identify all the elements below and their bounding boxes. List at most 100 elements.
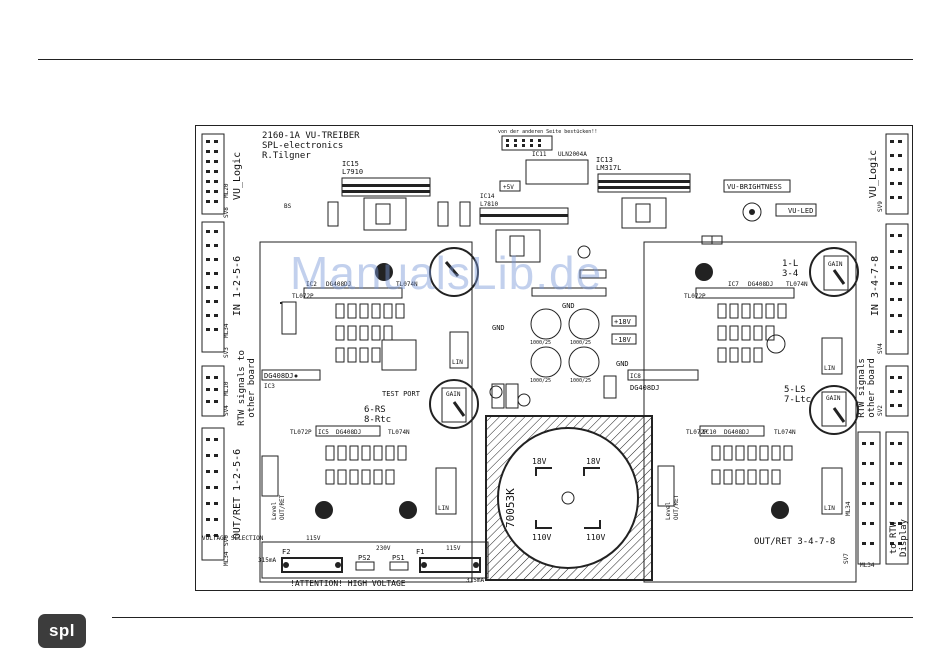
label-f2: F2 xyxy=(282,548,290,556)
label-other-board-left: other board xyxy=(247,358,257,418)
label-vu-led: VU-LED xyxy=(788,207,813,215)
ic3-ref: IC3 xyxy=(264,383,275,390)
opamp-7: TL074N xyxy=(774,429,796,436)
label-lin-right-bottom: LIN xyxy=(824,505,835,512)
conn-ml34-left-bottom: ML34 xyxy=(223,551,230,566)
ic2-part: DG408DJ xyxy=(326,281,351,288)
ic8-part: DG408DJ xyxy=(630,384,660,392)
label-ch-5-ls: 5-LS xyxy=(784,385,806,395)
label-ch-8-rtc: 8-Rtc xyxy=(364,415,391,425)
channel-module-left: IC2 DG408DJ TL074N TL072P DG408DJ IC3 IC… xyxy=(259,241,479,583)
label-ps1: PS1 xyxy=(392,554,405,562)
spl-logo: spl xyxy=(38,614,86,648)
cap-value-3: 1000/25 xyxy=(530,378,551,384)
label-vu-logic-right: VU_Logic xyxy=(868,150,879,198)
label-lin-left-top: LIN xyxy=(452,359,463,366)
label-out-ret-right: OUT/RET xyxy=(673,494,680,520)
label-115v-right: 115V xyxy=(446,545,461,552)
conn-sv2-right: SV2 xyxy=(877,405,884,416)
conn-ml20-left: ML20 xyxy=(223,183,230,198)
ic10-part: DG408DJ xyxy=(724,429,749,436)
ic14-ref: IC14 xyxy=(480,193,495,200)
ic7-part: DG408DJ xyxy=(748,281,773,288)
ic13-ref: IC13 xyxy=(596,156,613,164)
label-out-ret-left: OUT/RET xyxy=(279,494,286,520)
ic11-part: ULN2004A xyxy=(558,151,587,158)
cap-value-2: 1000/25 xyxy=(570,340,591,346)
cap-value-1: 1000/25 xyxy=(530,340,551,346)
board-title-line-1: 2160-1A VU-TREIBER xyxy=(262,131,360,141)
right-edge-connectors: VU_Logic IN 3-4-7-8 RTW signals other bo… xyxy=(843,133,909,569)
cap-value-4: 1000/25 xyxy=(570,378,591,384)
centre-supply-section: 1000/25 1000/25 1000/25 1000/25 GND GND … xyxy=(375,245,637,409)
ic15-ref: IC15 xyxy=(342,160,359,168)
label-gain-left: GAIN xyxy=(446,391,461,398)
label-lin-left-bottom: LIN xyxy=(438,505,449,512)
pcb-svg: VU_Logic IN 1-2-5-6 RTW signals to other… xyxy=(201,129,909,588)
label-voltage-selection: VOLTAGE SELECTION xyxy=(202,535,264,542)
ic10-ref: IC10 xyxy=(702,429,717,436)
top-rule xyxy=(38,59,913,60)
conn-sv4-right: SV4 xyxy=(877,343,884,354)
tap-18v-left: 18V xyxy=(532,457,547,466)
label-in-3478: IN 3-4-7-8 xyxy=(870,256,881,316)
label-gnd-3: GND xyxy=(616,360,629,368)
ic5-ref: IC5 xyxy=(318,429,329,436)
label-minus18v: -18V xyxy=(614,336,632,344)
tap-110v-left: 110V xyxy=(532,533,551,542)
conn-ml10-left: ML10 xyxy=(223,381,230,396)
bottom-rule xyxy=(112,617,913,618)
conn-sv4-left: SV4 xyxy=(223,405,230,416)
label-gain-right-top: GAIN xyxy=(828,261,843,268)
label-to-rtw: to RTW xyxy=(889,521,899,554)
label-ch-6-rs: 6-RS xyxy=(364,405,386,415)
board-title-line-2: SPL-electronics xyxy=(262,141,343,151)
opamp-2: TL072P xyxy=(290,429,312,436)
label-plus18v: +18V xyxy=(614,318,632,326)
conn-sv6-left: SV6 xyxy=(223,535,230,546)
ic15-part: L7910 xyxy=(342,168,363,176)
opamp-4: TL072P xyxy=(684,293,706,300)
conn-ml34-right: ML34 xyxy=(845,501,852,516)
board-title-block: 2160-1A VU-TREIBER SPL-electronics R.Til… xyxy=(262,129,597,161)
tap-18v-right: 18V xyxy=(586,457,601,466)
ic2-ref: IC2 xyxy=(306,281,317,288)
channel-module-right: IC7 DG408DJ TL074N TL072P IC8 DG408DJ IC… xyxy=(627,241,859,583)
label-230v: 230V xyxy=(376,545,391,552)
mains-section: VOLTAGE SELECTION 115V 230V 115V F2 F1 P… xyxy=(202,535,489,588)
label-other-board-right: other board xyxy=(867,358,877,418)
label-gain-right-bottom: GAIN xyxy=(826,395,841,402)
transformer-id: 70053K xyxy=(504,488,517,528)
label-level-left: Level xyxy=(271,502,278,520)
ic13-part: LM317L xyxy=(596,164,621,172)
conn-sv8-left: SV8 xyxy=(223,207,230,218)
label-fuse-rating-right: 315mA xyxy=(466,577,484,584)
left-edge-connectors: VU_Logic IN 1-2-5-6 RTW signals to other… xyxy=(201,133,257,566)
opamp-0: TL072P xyxy=(292,293,314,300)
label-bs: BS xyxy=(284,203,292,210)
label-vu-logic-left: VU_Logic xyxy=(232,152,243,200)
opamp-1: TL074N xyxy=(396,281,418,288)
label-ch-1-l: 1-L xyxy=(782,259,798,269)
ic14-part: L7810 xyxy=(480,201,498,208)
label-out-ret-3478: OUT/RET 3-4-7-8 xyxy=(754,537,835,547)
label-vu-brightness: VU-BRIGHTNESS xyxy=(727,183,782,191)
label-fuse-rating-left: 315mA xyxy=(258,557,276,564)
conn-sv9-right: SV9 xyxy=(877,201,884,212)
label-rtw-signals-right: RTW signals xyxy=(857,358,867,418)
label-115v-left: 115V xyxy=(306,535,321,542)
label-out-ret-1256: OUT/RET 1-2-5-6 xyxy=(232,449,243,539)
board-title-line-3: R.Tilgner xyxy=(262,151,311,161)
label-warning: !ATTENTION! HIGH VOLTAGE xyxy=(290,579,406,588)
opamp-6: TL072P xyxy=(686,429,708,436)
ic5-part: DG408DJ xyxy=(336,429,361,436)
label-rtw-signals-left: RTW signals to xyxy=(237,350,247,426)
label-gnd-2: GND xyxy=(562,302,575,310)
label-in-1256: IN 1-2-5-6 xyxy=(232,256,243,316)
tap-110v-right: 110V xyxy=(586,533,605,542)
conn-sv7-right: SV7 xyxy=(843,553,850,564)
conn-ml34-right-bottom: ML34 xyxy=(860,562,875,569)
opamp-3: TL074N xyxy=(388,429,410,436)
label-gnd-1: GND xyxy=(492,324,505,332)
label-plus5v: +5V xyxy=(503,184,514,191)
